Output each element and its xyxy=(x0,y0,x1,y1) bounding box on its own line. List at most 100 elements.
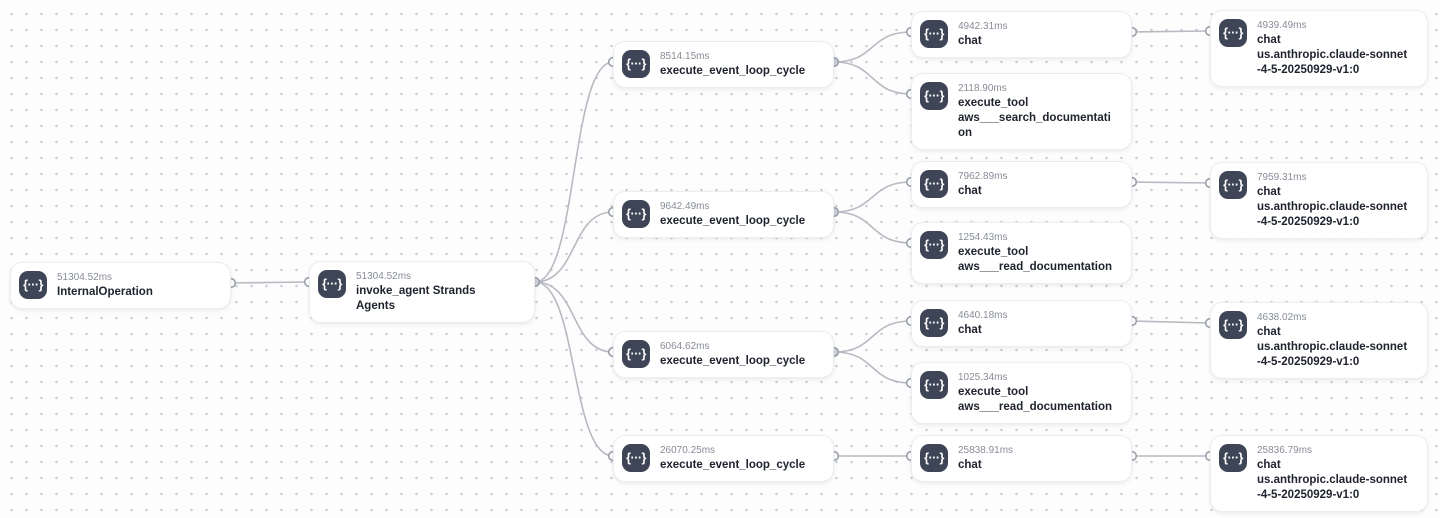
edge-event-loop-cycle-3-to-execute-tool-read-docs-2 xyxy=(833,351,912,384)
code-braces-icon: {···} xyxy=(920,170,948,198)
code-braces-icon: {···} xyxy=(920,309,948,337)
node-text: 7962.89ms chat xyxy=(958,170,1007,199)
code-braces-icon: {···} xyxy=(622,340,650,368)
node-text: 51304.52ms invoke_agent Strands Agents xyxy=(356,270,476,314)
code-braces-glyph: {···} xyxy=(1223,317,1243,332)
code-braces-glyph: {···} xyxy=(924,176,944,191)
node-duration: 51304.52ms xyxy=(356,271,412,282)
node-label: execute_event_loop_cycle xyxy=(660,215,806,227)
code-braces-glyph: {···} xyxy=(924,450,944,465)
node-label: chat us.anthropic.claude-sonnet -4-5-202… xyxy=(1257,34,1408,76)
code-braces-glyph: {···} xyxy=(626,206,646,221)
code-braces-glyph: {···} xyxy=(322,276,342,291)
code-braces-icon: {···} xyxy=(1219,311,1247,339)
code-braces-icon: {···} xyxy=(920,371,948,399)
edge-invoke-agent-to-event-loop-cycle-1 xyxy=(534,61,614,283)
trace-node-chat-model-2[interactable]: {···} 7959.31ms chat us.anthropic.claude-s… xyxy=(1210,162,1428,239)
trace-node-event-loop-cycle-3[interactable]: {···} 6064.62ms execute_event_loop_cycle xyxy=(613,331,834,378)
node-label: chat us.anthropic.claude-sonnet -4-5-202… xyxy=(1257,459,1408,501)
node-text: 4939.49ms chat us.anthropic.claude-sonnet… xyxy=(1257,19,1407,78)
code-braces-icon: {···} xyxy=(920,20,948,48)
node-label: InternalOperation xyxy=(57,286,153,298)
edge-event-loop-cycle-1-to-chat-1 xyxy=(833,31,912,63)
trace-node-chat-2[interactable]: {···} 7962.89ms chat xyxy=(911,161,1132,208)
code-braces-glyph: {···} xyxy=(1223,177,1243,192)
code-braces-glyph: {···} xyxy=(1223,25,1243,40)
code-braces-glyph: {···} xyxy=(626,56,646,71)
node-text: 25836.79ms chat us.anthropic.claude-sonne… xyxy=(1257,444,1407,503)
node-label: chat us.anthropic.claude-sonnet -4-5-202… xyxy=(1257,326,1408,368)
node-duration: 4939.49ms xyxy=(1257,20,1307,31)
node-duration: 1025.34ms xyxy=(958,372,1008,383)
edge-event-loop-cycle-2-to-chat-2 xyxy=(833,181,912,213)
node-label: execute_tool aws___read_documentation xyxy=(958,246,1113,273)
node-label: execute_tool aws___read_documentation xyxy=(958,386,1113,413)
trace-node-chat-model-1[interactable]: {···} 4939.49ms chat us.anthropic.claude-s… xyxy=(1210,10,1428,87)
trace-node-execute-tool-read-docs-1[interactable]: {···} 1254.43ms execute_tool aws___read_do… xyxy=(911,222,1132,284)
node-duration: 51304.52ms xyxy=(57,272,113,283)
node-duration: 4640.18ms xyxy=(958,310,1008,321)
node-duration: 8514.15ms xyxy=(660,51,710,62)
node-text: 1025.34ms execute_tool aws___read_documen… xyxy=(958,371,1112,415)
edge-invoke-agent-to-event-loop-cycle-2 xyxy=(534,211,614,283)
code-braces-icon: {···} xyxy=(318,270,346,298)
code-braces-icon: {···} xyxy=(622,50,650,78)
node-text: 1254.43ms execute_tool aws___read_documen… xyxy=(958,231,1112,275)
code-braces-icon: {···} xyxy=(1219,19,1247,47)
code-braces-glyph: {···} xyxy=(924,377,944,392)
node-label: execute_event_loop_cycle xyxy=(660,459,806,471)
edge-chat-3-to-chat-model-3 xyxy=(1131,320,1211,324)
trace-node-event-loop-cycle-2[interactable]: {···} 9642.49ms execute_event_loop_cycle xyxy=(613,191,834,238)
code-braces-icon: {···} xyxy=(1219,171,1247,199)
node-text: 7959.31ms chat us.anthropic.claude-sonnet… xyxy=(1257,171,1407,230)
code-braces-glyph: {···} xyxy=(924,26,944,41)
code-braces-glyph: {···} xyxy=(924,315,944,330)
node-label: invoke_agent Strands Agents xyxy=(356,285,476,312)
trace-node-invoke-agent[interactable]: {···} 51304.52ms invoke_agent Strands Agen… xyxy=(309,261,535,323)
node-duration: 9642.49ms xyxy=(660,201,710,212)
node-duration: 4942.31ms xyxy=(958,21,1008,32)
edge-event-loop-cycle-3-to-chat-3 xyxy=(833,320,912,353)
code-braces-icon: {···} xyxy=(920,444,948,472)
node-duration: 25836.79ms xyxy=(1257,445,1313,456)
code-braces-glyph: {···} xyxy=(1223,450,1243,465)
trace-node-chat-model-4[interactable]: {···} 25836.79ms chat us.anthropic.claude-… xyxy=(1210,435,1428,512)
code-braces-glyph: {···} xyxy=(23,277,43,292)
node-duration: 6064.62ms xyxy=(660,341,710,352)
node-label: chat xyxy=(958,185,982,197)
node-duration: 7959.31ms xyxy=(1257,172,1307,183)
code-braces-glyph: {···} xyxy=(924,237,944,252)
edge-chat-2-to-chat-model-2 xyxy=(1131,181,1211,184)
node-label: execute_event_loop_cycle xyxy=(660,355,806,367)
node-duration: 1254.43ms xyxy=(958,232,1008,243)
code-braces-glyph: {···} xyxy=(924,88,944,103)
trace-node-event-loop-cycle-1[interactable]: {···} 8514.15ms execute_event_loop_cycle xyxy=(613,41,834,88)
edge-event-loop-cycle-2-to-execute-tool-read-docs-1 xyxy=(833,211,912,244)
node-duration: 7962.89ms xyxy=(958,171,1008,182)
code-braces-glyph: {···} xyxy=(626,346,646,361)
code-braces-icon: {···} xyxy=(920,82,948,110)
edge-invoke-agent-to-event-loop-cycle-4 xyxy=(534,281,614,457)
code-braces-icon: {···} xyxy=(622,444,650,472)
node-label: execute_event_loop_cycle xyxy=(660,65,806,77)
trace-node-execute-tool-read-docs-2[interactable]: {···} 1025.34ms execute_tool aws___read_do… xyxy=(911,362,1132,424)
node-duration: 25838.91ms xyxy=(958,445,1014,456)
node-text: 8514.15ms execute_event_loop_cycle xyxy=(660,50,805,79)
node-label: execute_tool aws___search_documentati on xyxy=(958,97,1111,139)
code-braces-glyph: {···} xyxy=(626,450,646,465)
edge-chat-1-to-chat-model-1 xyxy=(1131,30,1211,33)
node-label: chat us.anthropic.claude-sonnet -4-5-202… xyxy=(1257,186,1408,228)
